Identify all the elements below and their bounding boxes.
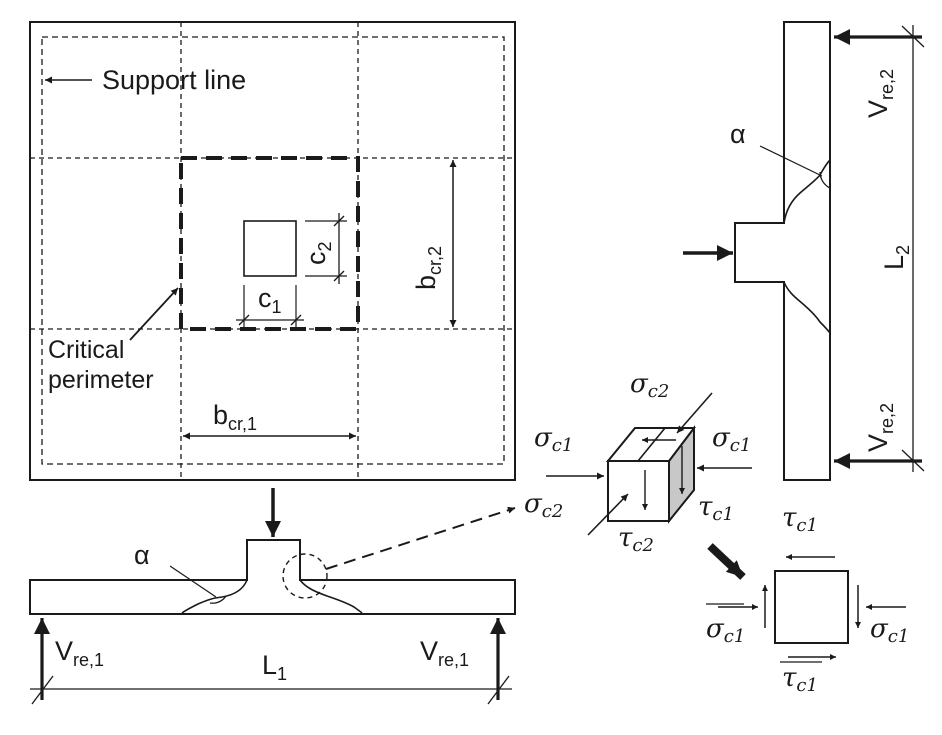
vre2-label-bottom: Vre,2 [863, 403, 897, 452]
L2-label: L2 [879, 245, 913, 270]
support-line-label: Support line [102, 65, 246, 95]
alpha-leader-1 [169, 565, 217, 598]
sigma-c2-arrow-bottom [587, 493, 629, 536]
tau-c1-label-bottom: τc1 [782, 663, 818, 696]
vre1-label-left: Vre,1 [55, 636, 104, 670]
critical-label-line1: Critical [48, 336, 124, 364]
cube-top-divider [637, 427, 666, 462]
L2-tick [901, 449, 925, 472]
sigma-c1-label-left: σc1 [534, 423, 573, 456]
slab-section-2 [734, 21, 831, 481]
column-square [243, 220, 297, 277]
section-view-1 [29, 488, 516, 705]
stress-square [774, 570, 849, 644]
c2-tick [333, 215, 345, 227]
shear-crack-top [783, 159, 831, 224]
slab-section-1 [29, 539, 516, 615]
element-detail-circle [282, 553, 328, 599]
tau-c1-label-top: τc1 [782, 503, 818, 536]
plan-view [29, 21, 516, 481]
sigma-c1-label-2d-left: σc1 [706, 614, 745, 647]
sigma-c1-label-2d-right: σc1 [870, 614, 909, 647]
detail-leader-dashed [325, 506, 516, 570]
L1-tick [31, 675, 54, 705]
slab-outline [29, 21, 516, 481]
alpha-arc-1 [209, 595, 227, 604]
stress-element-3d [546, 392, 752, 536]
section-view-2 [683, 21, 925, 481]
alpha-arc-2 [819, 171, 831, 189]
alpha-label-2: α [730, 119, 746, 149]
critical-perimeter-leader-arrow [129, 287, 179, 341]
alpha-leader-2 [759, 145, 823, 177]
c1-label: c1 [258, 283, 282, 317]
c1-tick [238, 314, 250, 326]
c2-label: c2 [301, 241, 335, 265]
sigma-c2-label-bottom: σc2 [524, 489, 563, 522]
shear-crack-left [181, 579, 248, 614]
tau-c2-label-cube: τc2 [618, 523, 654, 556]
critical-perimeter-rect [179, 156, 360, 331]
shear-crack-right [299, 579, 363, 614]
cube-front-face [607, 460, 670, 522]
L1-label: L1 [262, 650, 287, 684]
c1-tick [290, 314, 302, 326]
sigma-c2-label-top: σc2 [630, 369, 669, 402]
big-transition-arrow [707, 543, 746, 580]
L1-tick [487, 675, 510, 705]
bcr2-label: bcr,2 [411, 246, 445, 290]
L2-tick [901, 25, 925, 48]
bcr1-label: bcr,1 [213, 400, 257, 434]
shear-crack-bottom [783, 281, 831, 334]
c2-tick [333, 270, 345, 282]
critical-label-line2: perimeter [48, 366, 154, 394]
stress-element-2d [707, 543, 906, 660]
sigma-c1-label-right: σc1 [712, 423, 751, 456]
vre1-label-right: Vre,1 [420, 636, 469, 670]
support-line-rect [41, 36, 505, 465]
vre2-label-top: Vre,2 [863, 69, 897, 118]
sigma-c2-arrow-top [676, 392, 713, 434]
tau-c1-label-cube: τc1 [698, 492, 734, 525]
alpha-label-1: α [134, 540, 150, 570]
